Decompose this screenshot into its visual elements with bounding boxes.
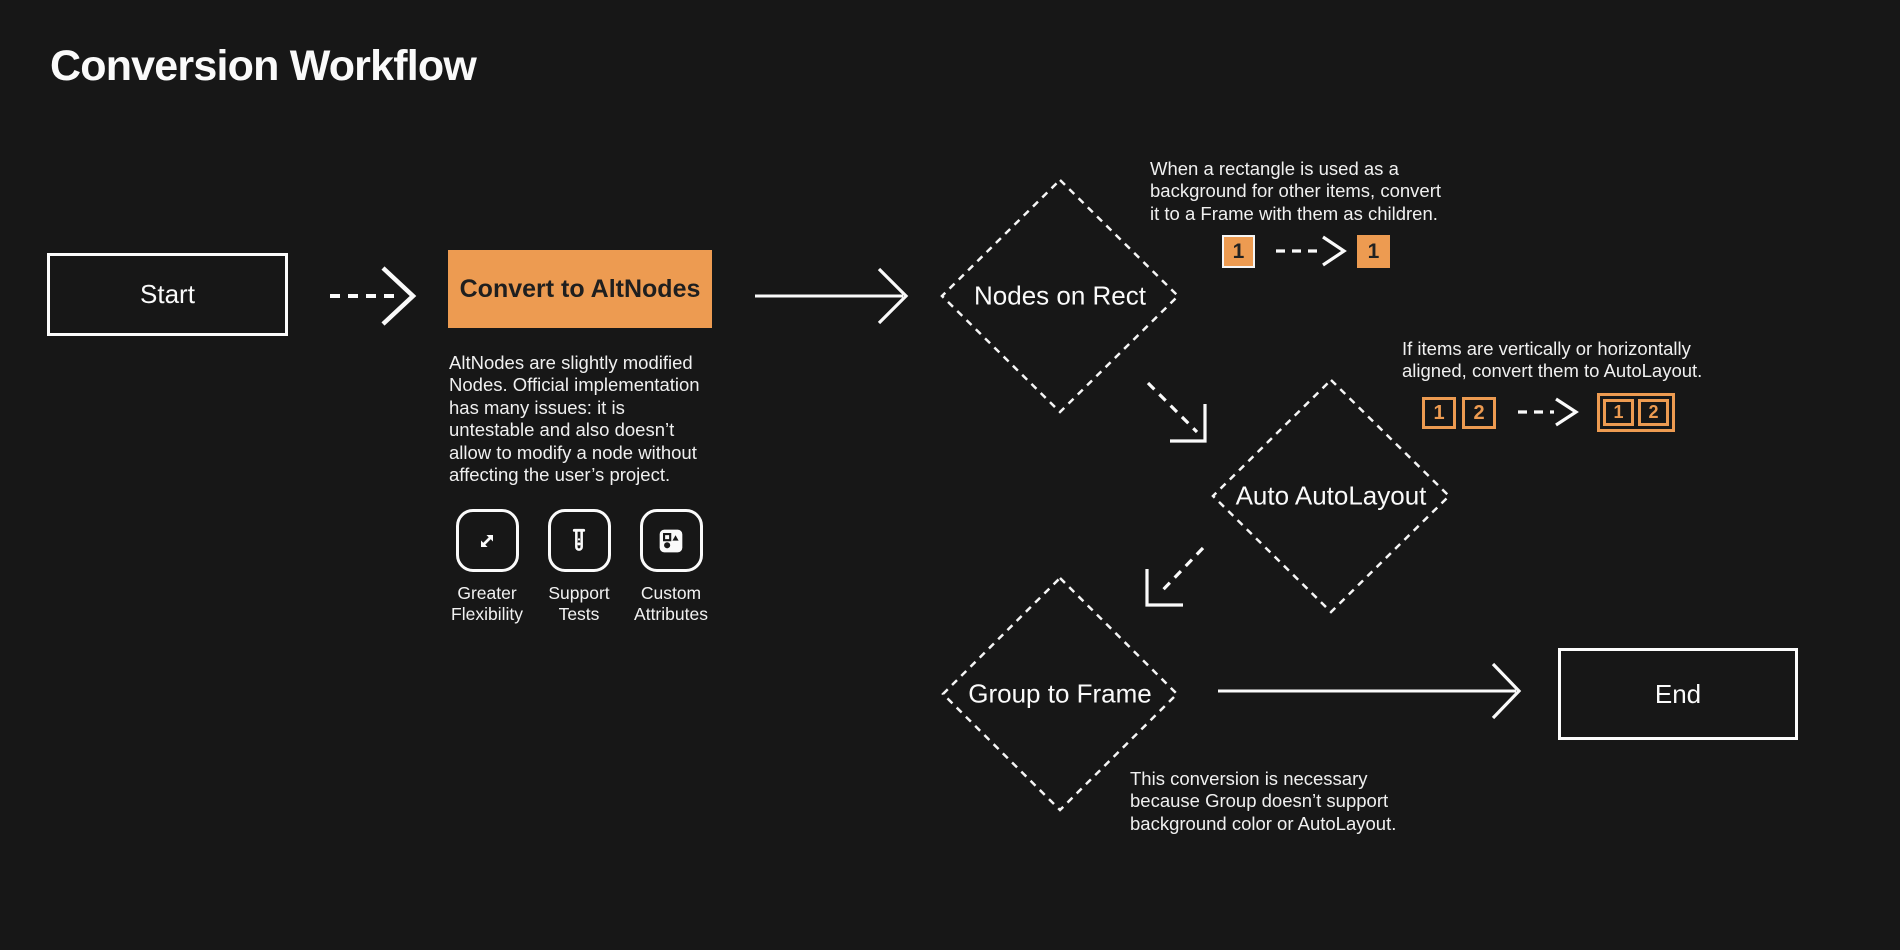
arrow-autolayout-badge-transition xyxy=(1518,397,1579,427)
auto-autolayout-label: Auto AutoLayout xyxy=(1235,480,1427,511)
start-node: Start xyxy=(47,253,288,336)
nodes-on-rect-label: Nodes on Rect xyxy=(974,280,1146,311)
page-title: Conversion Workflow xyxy=(50,42,477,90)
test-tube-icon xyxy=(547,509,611,572)
arrow-group-to-frame-to-end xyxy=(1218,662,1522,720)
expand-icon xyxy=(455,509,519,572)
group-to-frame-label: Group to Frame xyxy=(968,678,1152,709)
convert-node-label: Convert to AltNodes xyxy=(459,274,701,303)
end-node-label: End xyxy=(1654,678,1702,709)
arrow-nodes-on-rect-to-autolayout xyxy=(1146,381,1207,443)
feature-label: Custom Attributes xyxy=(634,583,708,624)
feature-greater-flexibility: Greater Flexibility xyxy=(441,509,533,625)
rect-badge-before: 1 xyxy=(1222,235,1255,268)
feature-list: Greater Flexibility Support Tests xyxy=(441,509,717,625)
autolayout-badge-group: 1 2 xyxy=(1597,393,1675,432)
arrow-autolayout-to-group-to-frame xyxy=(1145,546,1205,607)
autolayout-badge-after-1: 1 xyxy=(1603,399,1634,426)
altnodes-description: AltNodes are slightly modified Nodes. Of… xyxy=(449,352,700,486)
convert-to-altnodes-node: Convert to AltNodes xyxy=(448,250,712,328)
rect-badge-after: 1 xyxy=(1357,235,1390,268)
nodes-on-rect-note: When a rectangle is used as a background… xyxy=(1150,158,1442,224)
autolayout-badge-before-1: 1 xyxy=(1422,397,1456,429)
feature-label: Support Tests xyxy=(548,583,610,624)
feature-custom-attributes: Custom Attributes xyxy=(625,509,717,625)
auto-autolayout-note: If items are vertically or horizontally … xyxy=(1402,338,1703,382)
start-node-label: Start xyxy=(140,279,195,309)
group-to-frame-note: This conversion is necessary because Gro… xyxy=(1130,768,1397,834)
arrow-convert-to-nodes-on-rect xyxy=(755,267,909,325)
arrow-start-to-convert xyxy=(330,266,417,326)
arrow-rect-badge-transition xyxy=(1276,235,1347,267)
autolayout-badge-before-2: 2 xyxy=(1462,397,1496,429)
end-node: End xyxy=(1558,648,1798,740)
autolayout-badge-after-2: 2 xyxy=(1638,399,1669,426)
feature-label: Greater Flexibility xyxy=(451,583,523,624)
shapes-icon xyxy=(639,509,703,572)
feature-support-tests: Support Tests xyxy=(533,509,625,625)
